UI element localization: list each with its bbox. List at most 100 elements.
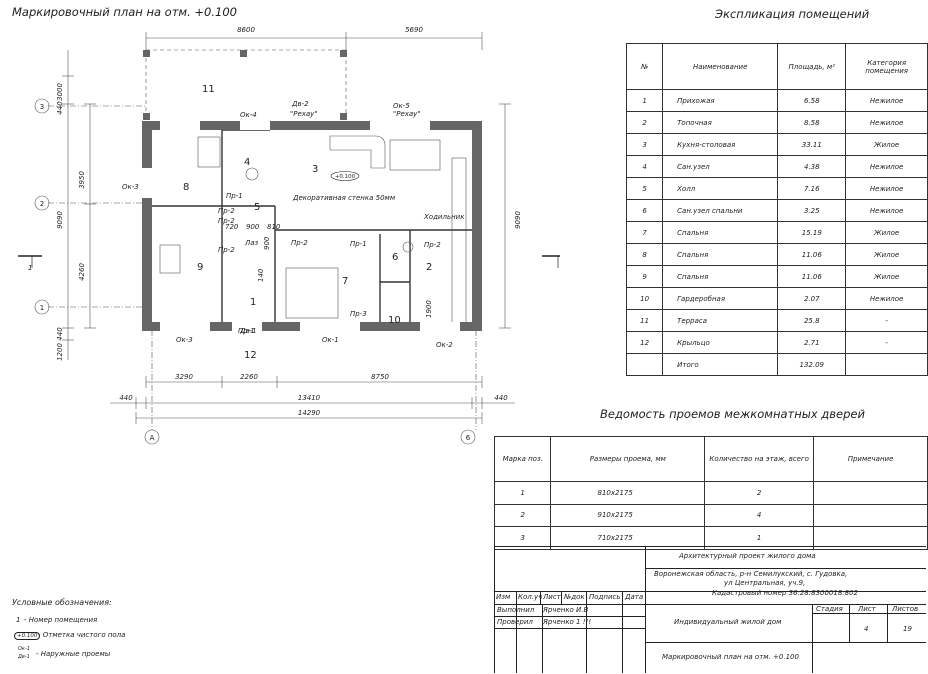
room-number: 12 (244, 350, 257, 361)
table-cell (813, 503, 928, 527)
plan-label: Пр-1 (350, 240, 367, 248)
stamp-address: Кадастровый номер 36:28:8300018:802 (712, 589, 859, 597)
explication-table: № Наименование Площадь, м² Категория пом… (625, 43, 928, 376)
table-cell: Холл (662, 177, 779, 200)
table-cell: 6 (625, 199, 664, 222)
dim-text: 4260 (78, 263, 86, 281)
explication-title: Экспликация помещений (715, 7, 870, 21)
dim-text: 2260 (240, 373, 258, 381)
axis-label: A (150, 434, 155, 442)
plan-label: 140 (257, 268, 265, 282)
table-cell: Нежилое (845, 111, 928, 134)
table-cell: 2.07 (777, 287, 847, 310)
room-number: 11 (202, 84, 215, 95)
table-cell: Прихожая (662, 89, 779, 112)
table-cell (845, 353, 928, 376)
table-cell: 15.19 (777, 221, 847, 244)
table-cell: 8 (625, 243, 664, 266)
stamp-col-head: Дата (625, 593, 644, 601)
table-cell: Гардеробная (662, 287, 779, 310)
stamp-name: Ярченко 1 !!! (543, 618, 592, 626)
legend-sym: Дв-1 (18, 654, 30, 660)
dim-text: 440 (56, 327, 64, 341)
table-cell: Терраса (662, 309, 779, 332)
stamp-col-head: Лист (543, 593, 561, 601)
table-cell (625, 353, 664, 376)
table-cell: Топочная (662, 111, 779, 134)
legend-text: - Отметка чистого пола (38, 631, 126, 639)
plan-label: 900 (263, 236, 271, 250)
plan-label: 1900 (425, 300, 433, 318)
axis-label: 6 (466, 434, 471, 442)
col-header: Размеры проема, мм (550, 436, 706, 482)
table-cell: 10 (625, 287, 664, 310)
doors-title: Ведомость проемов межкомнатных дверей (600, 407, 865, 421)
col-header: № (625, 43, 664, 90)
level-mark: +0.100 (335, 174, 356, 180)
axis-label: 2 (40, 200, 44, 208)
plan-label: Лаз (244, 239, 259, 247)
plan-label: Ходильник (423, 213, 465, 221)
dim-text: 8600 (237, 26, 255, 34)
table-cell: 25.8 (777, 309, 847, 332)
room-number: 5 (254, 202, 260, 213)
dim-text: 1200 (56, 343, 64, 361)
stamp-col-head: №док (564, 593, 585, 601)
legend-title: Условные обозначения: (12, 598, 112, 607)
stamp-role: Проверил (497, 618, 533, 626)
dim-text: 440 (119, 394, 133, 402)
table-cell: 11 (625, 309, 664, 332)
floor-plan: 8600 5690 3290 2260 8750 440 13410 440 1… (18, 26, 560, 445)
stamp-col-head: Кол.уч (518, 593, 543, 601)
table-cell: 3.25 (777, 199, 847, 222)
stamp-sheet: 4 (864, 625, 869, 633)
room-number: 7 (342, 276, 348, 287)
table-cell (813, 526, 928, 550)
table-cell: Нежилое (845, 177, 928, 200)
axis-label: 1 (40, 304, 44, 312)
room-number: 1 (250, 297, 256, 308)
dim-text: 440 (56, 101, 64, 115)
table-cell: Сан.узел (662, 155, 779, 178)
room-number: 6 (392, 252, 398, 263)
table-cell: 132.09 (777, 353, 847, 376)
table-cell: 4 (704, 503, 815, 527)
dim-text: 13410 (298, 394, 321, 402)
stamp-object: Индивидуальный жилой дом (674, 618, 782, 626)
plan-label: Ок-1 (322, 336, 339, 344)
table-cell: Крыльцо (662, 331, 779, 354)
plan-label: Дв-2 (291, 100, 309, 108)
room-number: 8 (183, 182, 189, 193)
table-cell: 4.38 (777, 155, 847, 178)
table-cell: Жилое (845, 221, 928, 244)
plan-label: Пр-2 (291, 239, 308, 247)
table-cell: 4 (625, 155, 664, 178)
plan-label: Дв-1 (239, 327, 257, 335)
col-header: Марка поз. (493, 436, 552, 482)
stamp-sheet-title: Маркировочный план на отм. +0.100 (662, 653, 799, 661)
table-cell: 5 (625, 177, 664, 200)
stamp-sheets: 19 (903, 625, 912, 633)
plan-label: Ок-4 (240, 111, 257, 119)
stamp-sheets-head: Листов (892, 605, 919, 613)
room-number: 3 (312, 164, 318, 175)
table-cell: 9 (625, 265, 664, 288)
plan-label: Ок-2 (436, 341, 453, 349)
table-cell: 11.06 (777, 265, 847, 288)
stamp-col-head: Изм (496, 593, 511, 601)
table-cell: 6.58 (777, 89, 847, 112)
table-cell: 7 (625, 221, 664, 244)
dim-text: 9090 (56, 211, 64, 229)
legend-text: - Номер помещения (24, 616, 98, 624)
